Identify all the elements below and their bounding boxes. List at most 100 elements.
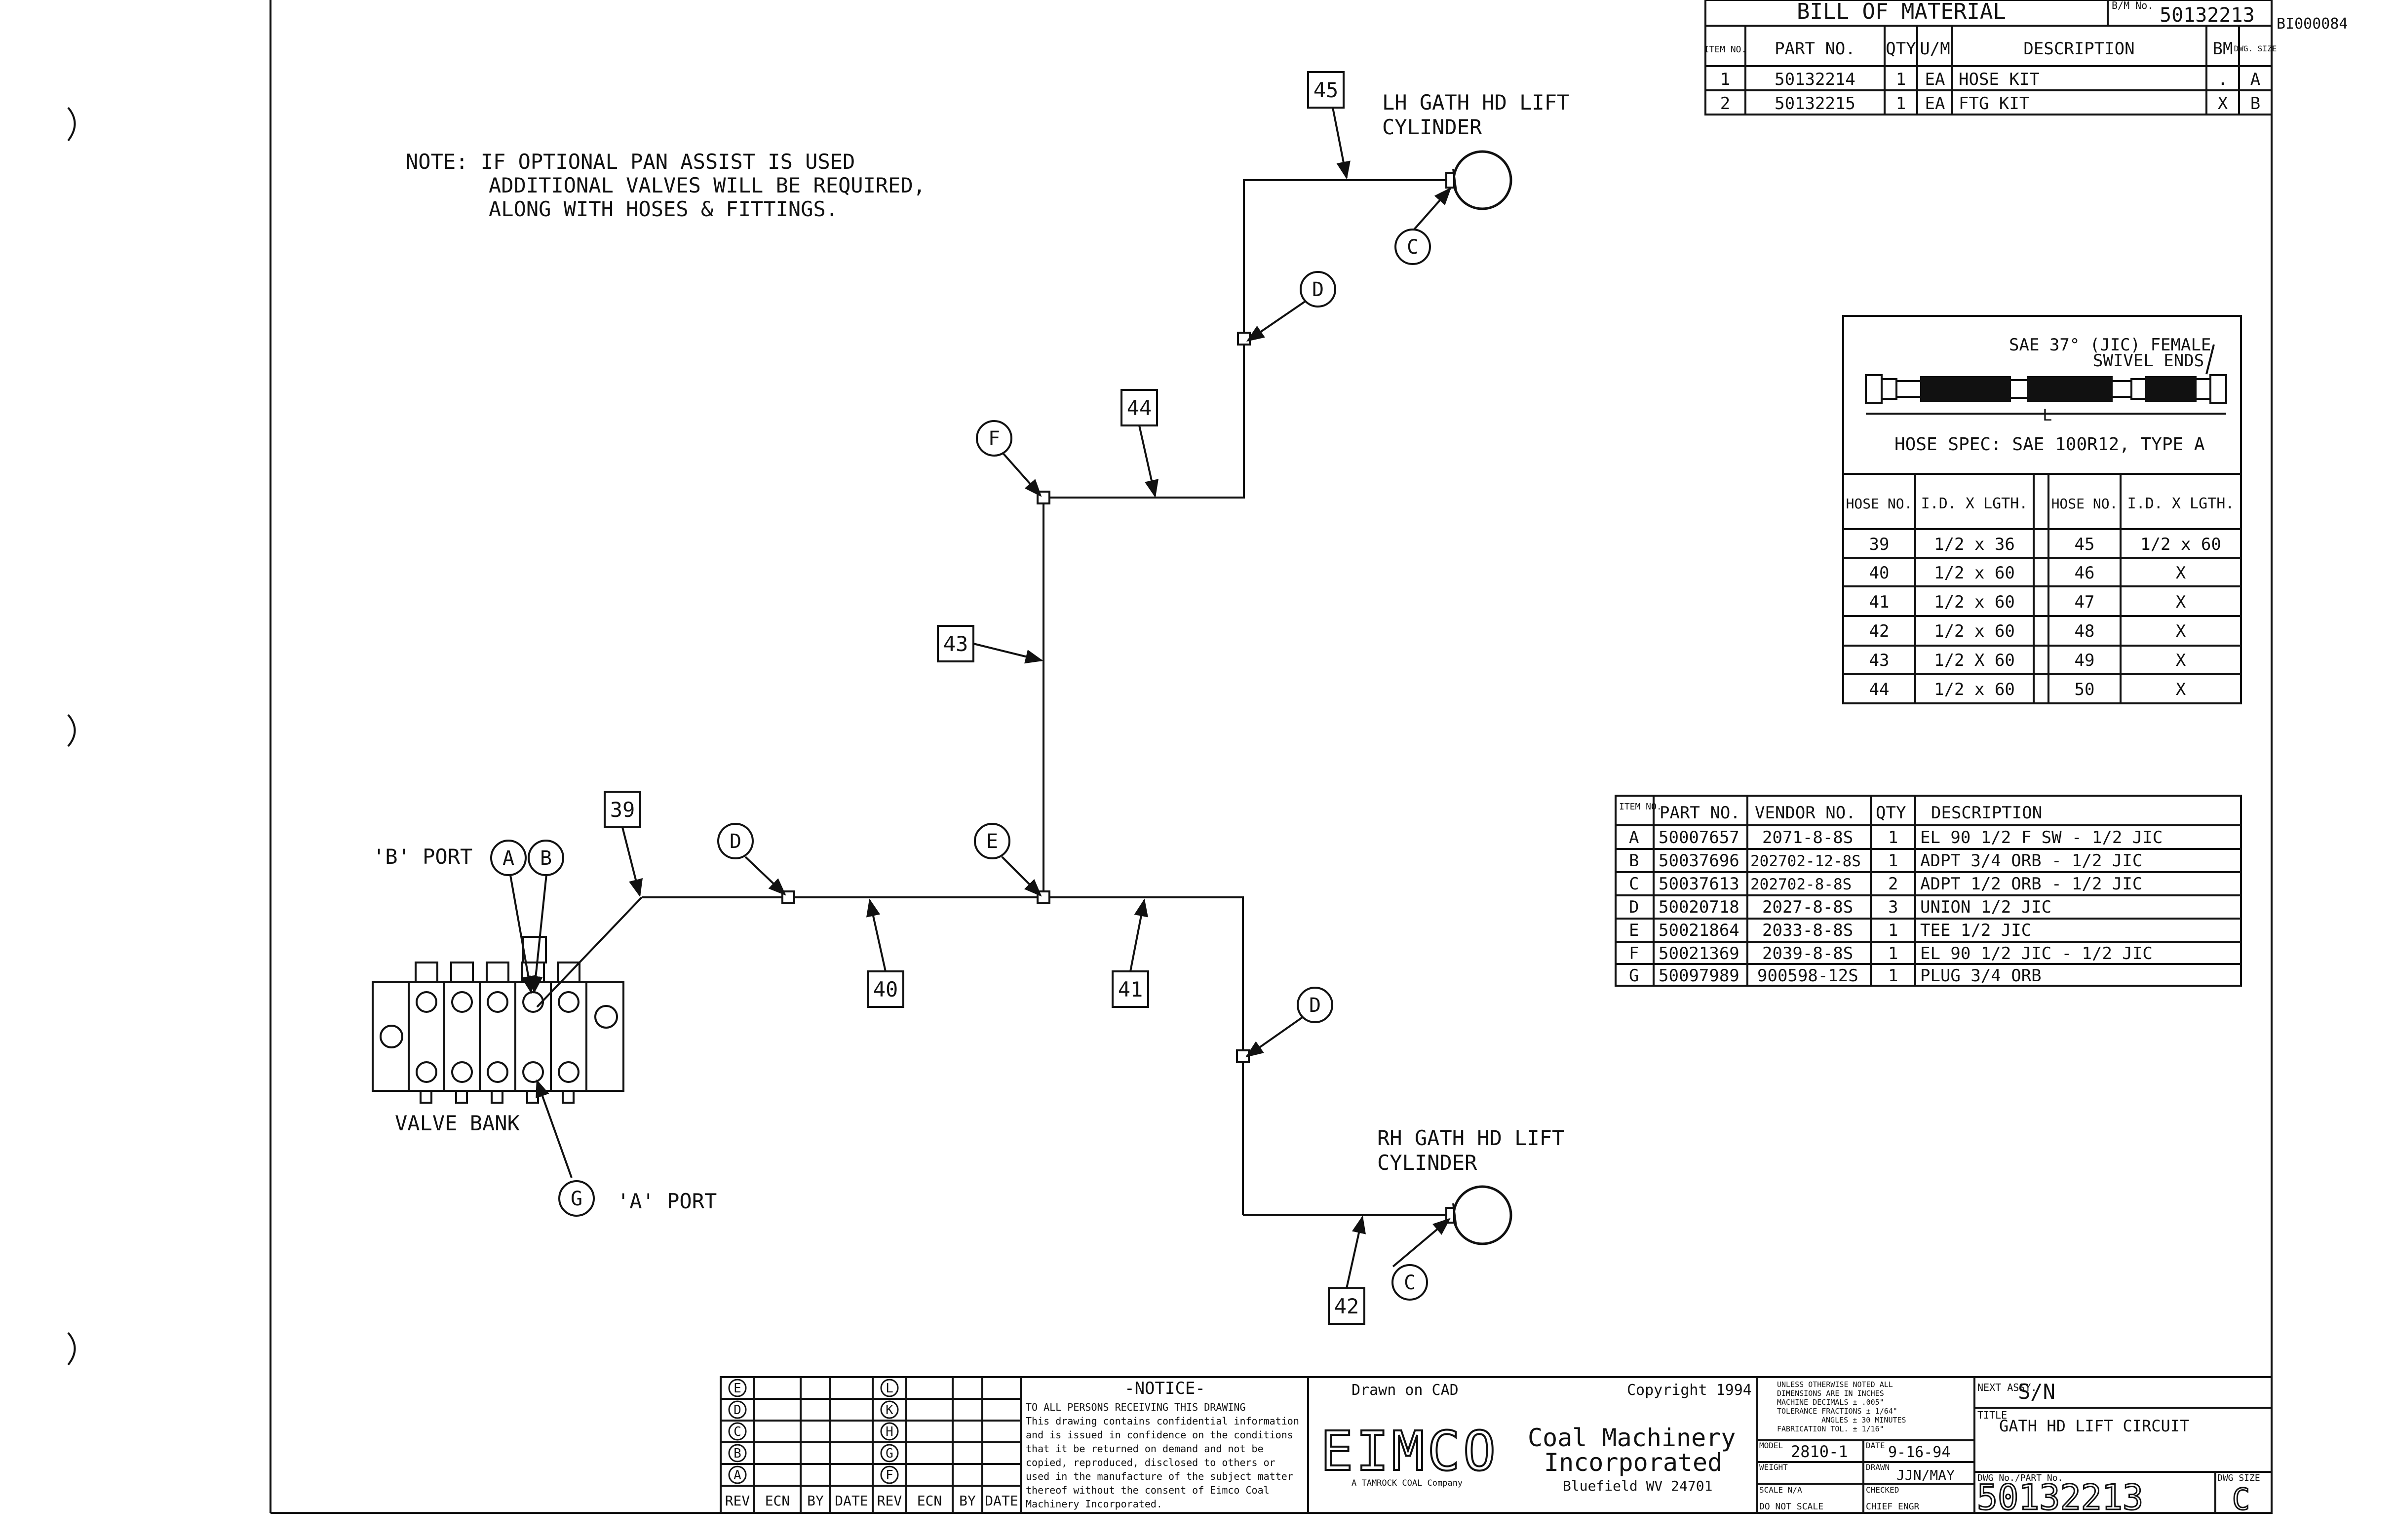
weight-label: WEIGHT (1759, 1463, 1788, 1472)
bom-bn-value: 50132213 (2160, 4, 2255, 27)
fit-header-vendor: VENDOR NO. (1755, 803, 1856, 823)
notice-line-8: Machinery Incorporated. (1026, 1498, 1162, 1510)
note-block: NOTE: IF OPTIONAL PAN ASSIST IS USED ADD… (406, 150, 926, 221)
sheet-border (270, 0, 2273, 1514)
fit-row-g-desc: PLUG 3/4 ORB (1920, 966, 2042, 986)
drawing-ref: BI000084 (2277, 15, 2348, 33)
fit-row-e-qty: 1 (1888, 921, 1898, 940)
drawn-value: JJN/MAY (1896, 1467, 1955, 1483)
bom-row1-qty: 1 (1896, 70, 1906, 89)
title-block: E D C B A L K H G F REV ECN BY DATE REV (720, 1376, 2273, 1519)
svg-text:G: G (571, 1188, 582, 1210)
fit-row-f-vendor: 2039-8-8S (1762, 944, 1853, 963)
lh-cylinder (1445, 150, 1512, 210)
hose-header-len-2: I.D. X LGTH. (2127, 495, 2235, 512)
valve-bank-label: VALVE BANK (395, 1111, 520, 1135)
fit-row-f-item: F (1629, 944, 1639, 963)
rev-right-5: F (886, 1468, 893, 1483)
fit-row-a-part: 50007657 (1659, 828, 1739, 847)
fit-row-e-item: E (1629, 921, 1639, 940)
fit-header-part: PART NO. (1660, 803, 1740, 823)
rev-left-5: A (734, 1468, 741, 1483)
note-line-1: NOTE: IF OPTIONAL PAN ASSIST IS USED (406, 150, 855, 174)
notice-line-2: This drawing contains confidential infor… (1026, 1415, 1299, 1427)
svg-text:D: D (1309, 994, 1321, 1017)
hose-header-no-2: HOSE NO. (2051, 496, 2118, 512)
fit-row-c-desc: ADPT 1/2 ORB - 1/2 JIC (1920, 874, 2142, 894)
svg-text:42: 42 (1334, 1294, 1359, 1318)
fit-row-c-item: C (1629, 874, 1639, 894)
notice-line-3: and is issued in confidence on the condi… (1026, 1429, 1293, 1441)
svg-text:39: 39 (610, 798, 635, 822)
bom-row1-um: EA (1925, 70, 1945, 89)
bom-header-bm: BM (2213, 39, 2233, 59)
next-assy-value: S/N (2018, 1380, 2055, 1404)
svg-text:C: C (1407, 236, 1419, 259)
tol-line-4: TOLERANCE FRACTIONS ± 1/64" (1777, 1407, 1897, 1416)
balloon-c-lh: C (1394, 229, 1431, 265)
fit-row-b-item: B (1629, 851, 1639, 871)
dwg-size-value: C (2232, 1482, 2250, 1517)
svg-text:43: 43 (943, 632, 968, 656)
rev-left-2: D (734, 1403, 741, 1418)
tol-line-6: FABRICATION TOL. ± 1/16" (1777, 1424, 1884, 1433)
hose-row6-len1: 1/2 x 60 (1934, 680, 2015, 699)
valve-bank (372, 936, 624, 1104)
fit-row-d-vendor: 2027-8-8S (1762, 897, 1853, 917)
hose-header-no-1: HOSE NO. (1846, 496, 1913, 512)
fit-row-c-part: 50037613 (1659, 874, 1739, 894)
rev-header-rev-2: REV (877, 1493, 902, 1509)
leaders (508, 107, 1452, 1289)
fit-row-a-item: A (1629, 828, 1639, 847)
hose-tags: 45 44 43 39 40 41 42 (604, 71, 1365, 1325)
hose-row2-no1: 40 (1869, 563, 1890, 583)
dwg-size-label: DWG SIZE (2217, 1473, 2260, 1483)
hose-tag-39: 39 (604, 791, 641, 828)
balloon-d-left: D (717, 823, 754, 859)
chief-label: CHIEF ENGR (1866, 1502, 1920, 1512)
fit-row-c-vendor: 202702-8-8S (1750, 876, 1852, 893)
fit-row-b-part: 50037696 (1659, 851, 1739, 871)
rev-right-1: L (886, 1381, 893, 1396)
bom-row2-qty: 1 (1896, 94, 1906, 114)
bom-header-qty: QTY (1886, 39, 1916, 59)
dont-scale-label: DO NOT SCALE (1759, 1502, 1823, 1512)
svg-text:A: A (502, 847, 514, 870)
bom-row1-desc: HOSE KIT (1959, 70, 2040, 89)
balloon-a: A (490, 840, 527, 876)
hose-row4-len2: X (2176, 621, 2186, 641)
rev-header-by: BY (807, 1493, 824, 1509)
bom-row1-bm: . (2218, 70, 2228, 89)
fit-row-f-qty: 1 (1888, 944, 1898, 963)
fit-row-g-item: G (1629, 966, 1639, 986)
hose-header-len-1: I.D. X LGTH. (1921, 495, 2028, 512)
bom-header-desc: DESCRIPTION (2023, 39, 2134, 59)
rh-cylinder (1445, 1185, 1512, 1245)
hose-row1-no1: 39 (1869, 535, 1890, 554)
bom-header-dwg: DWG. SIZE (2234, 44, 2277, 53)
rev-header-by-2: BY (959, 1493, 976, 1509)
hose-spec-text: HOSE SPEC: SAE 100R12, TYPE A (1894, 434, 2205, 455)
hose-line-main (642, 896, 1244, 1215)
balloon-d-lower: D (1297, 987, 1333, 1023)
bom-row2-bm: X (2218, 94, 2228, 114)
fit-row-f-desc: EL 90 1/2 JIC - 1/2 JIC (1920, 944, 2153, 963)
tol-line-5: ANGLES ± 30 MINUTES (1821, 1416, 1906, 1424)
hose-row4-len1: 1/2 x 60 (1934, 621, 2015, 641)
balloon-d-upper: D (1300, 271, 1336, 308)
hose-row3-no1: 41 (1869, 592, 1890, 612)
notice-title: -NOTICE- (1124, 1379, 1205, 1398)
rev-left-4: B (734, 1446, 741, 1461)
hose-row1-len1: 1/2 x 36 (1934, 535, 2015, 554)
hose-row1-len2: 1/2 x 60 (2140, 535, 2221, 554)
company-location: Bluefield WV 24701 (1563, 1478, 1712, 1494)
date-value: 9-16-94 (1888, 1444, 1950, 1461)
fit-row-b-vendor: 202702-12-8S (1750, 852, 1861, 870)
fit-row-d-qty: 3 (1888, 897, 1898, 917)
copyright: Copyright 1994 (1627, 1382, 1752, 1399)
rh-cylinder-label-2: CYLINDER (1377, 1151, 1477, 1175)
hose-tag-43: 43 (937, 625, 974, 662)
notice-line-7: thereof without the consent of Eimco Coa… (1026, 1484, 1270, 1496)
hose-row3-len1: 1/2 x 60 (1934, 592, 2015, 612)
hose-row6-no1: 44 (1869, 680, 1890, 699)
